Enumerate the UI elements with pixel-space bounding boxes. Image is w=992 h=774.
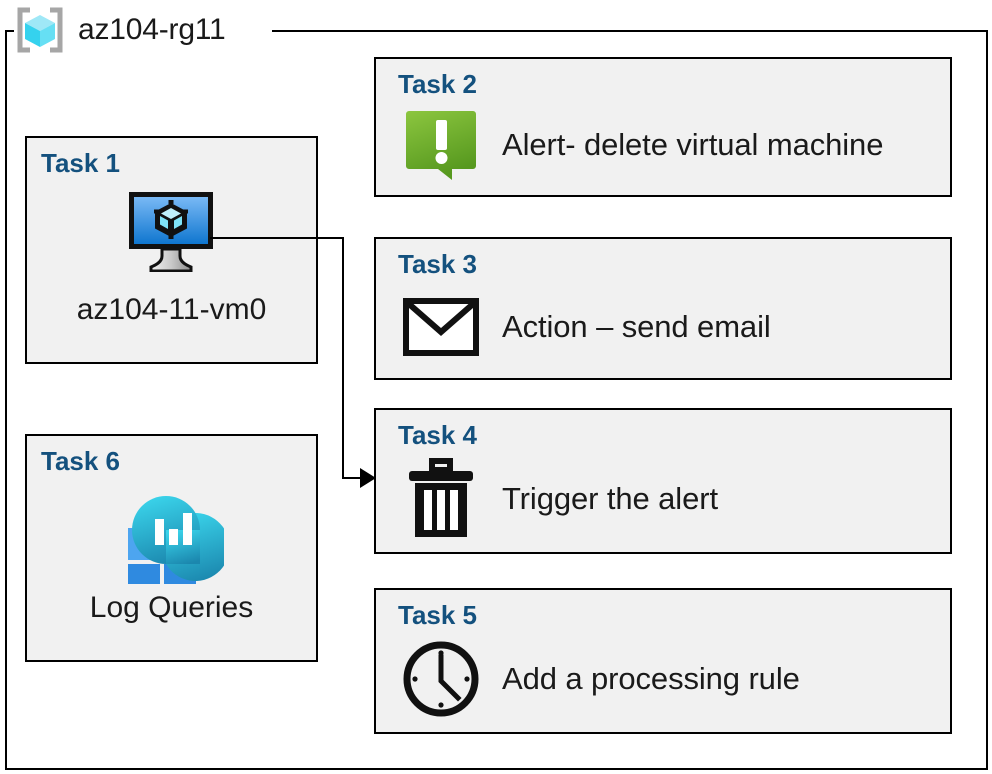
- resource-group-title: az104-rg11: [78, 13, 226, 46]
- task-card-label: Task 6: [41, 446, 121, 476]
- task-card-content: Trigger the alert: [398, 452, 940, 546]
- resource-group-border-top-left: [5, 30, 17, 32]
- task-card-label: Task 5: [398, 600, 478, 630]
- task-card-caption: Log Queries: [89, 591, 254, 624]
- arrow-right-icon: [360, 468, 376, 488]
- resource-group-border-bottom: [5, 768, 988, 770]
- envelope-icon: [398, 297, 484, 356]
- task-card-label: Task 2: [398, 69, 478, 99]
- task-card-label: Task 1: [41, 148, 121, 178]
- task-card-caption: Add a processing rule: [502, 661, 800, 696]
- task-card-content: Alert- delete virtual machine: [398, 101, 940, 189]
- task-card-task6[interactable]: Task 6: [25, 434, 318, 662]
- alert-exclamation-icon: [398, 107, 484, 183]
- task-card-task4[interactable]: Task 4 Trigger the alert: [374, 408, 952, 554]
- task-card-caption: Alert- delete virtual machine: [502, 127, 884, 162]
- connector-task1-to-task4-segment-vertical: [342, 237, 344, 478]
- trash-can-icon: [398, 458, 484, 540]
- task-card-label: Task 3: [398, 249, 478, 279]
- task-card-content: Add a processing rule: [398, 632, 940, 726]
- resource-group-header: az104-rg11: [14, 4, 234, 56]
- virtual-machine-icon: [27, 186, 316, 272]
- resource-group-cube-icon: [14, 7, 66, 53]
- resource-group-border-right: [986, 30, 988, 770]
- task-card-task1[interactable]: Task 1: [25, 136, 318, 364]
- task-card-caption: Action – send email: [502, 308, 771, 344]
- clock-icon: [398, 639, 484, 719]
- task-card-content: Action – send email: [398, 281, 940, 372]
- task-card-task5[interactable]: Task 5 Add a processing rule: [374, 588, 952, 734]
- task-card-task3[interactable]: Task 3 Action – send email: [374, 237, 952, 380]
- resource-group-border-left: [5, 30, 7, 770]
- task-card-caption: az104-11-vm0: [76, 293, 267, 326]
- task-card-label: Task 4: [398, 420, 478, 450]
- resource-group-border-top-right: [272, 30, 988, 32]
- log-analytics-icon: [27, 484, 316, 584]
- connector-task1-to-task4-segment-horizontal-bottom: [342, 477, 366, 479]
- connector-task1-to-task4-segment-horizontal-top: [210, 237, 344, 239]
- task-card-task2[interactable]: Task 2 Alert- delete virtual machine: [374, 57, 952, 197]
- task-card-caption: Trigger the alert: [502, 481, 718, 516]
